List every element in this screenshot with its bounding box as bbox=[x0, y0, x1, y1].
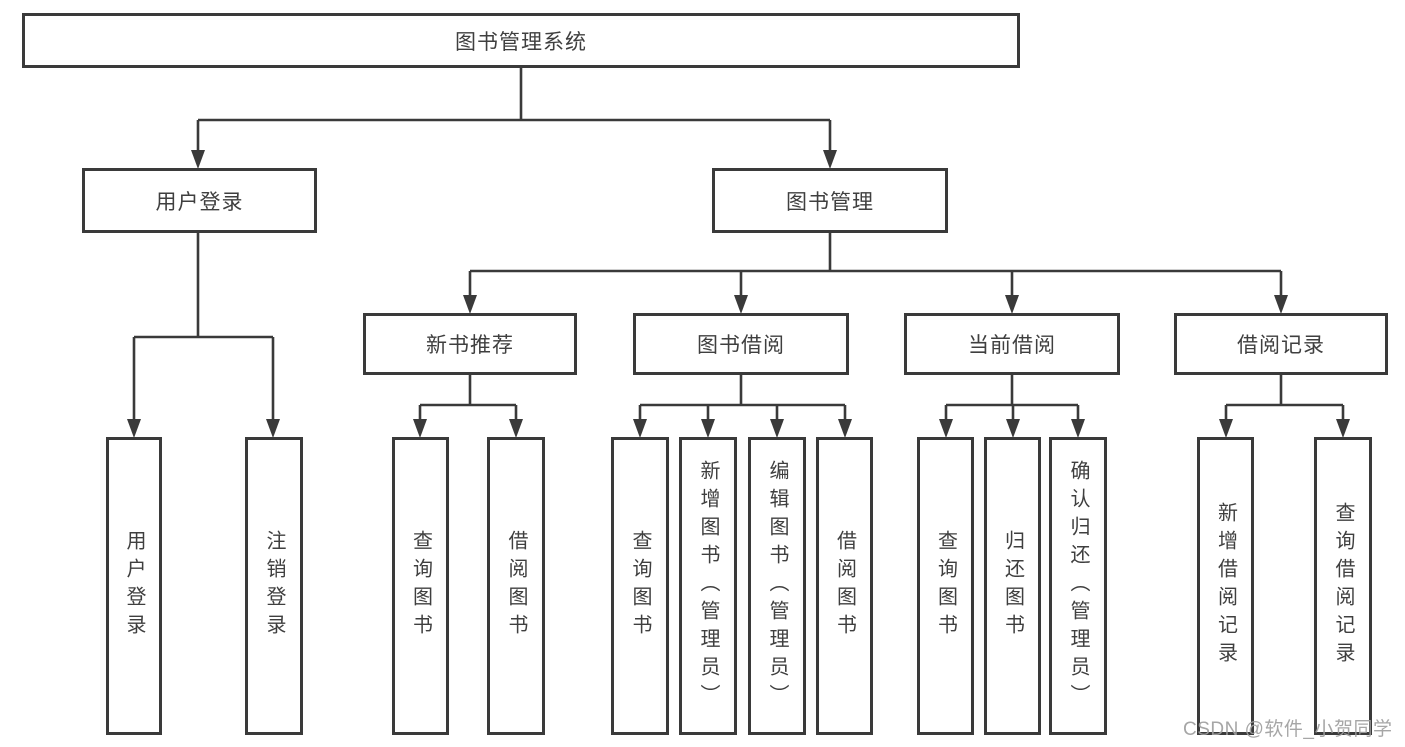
leaf-query-books-3-label: 查询图书 bbox=[934, 530, 957, 642]
node-root-system: 图书管理系统 bbox=[22, 13, 1020, 68]
leaf-add-books-admin: 新增图书（管理员） bbox=[679, 437, 737, 735]
leaf-edit-books-admin: 编辑图书（管理员） bbox=[748, 437, 806, 735]
leaf-query-borrow-record-label: 查询借阅记录 bbox=[1332, 502, 1354, 670]
leaf-query-books-1: 查询图书 bbox=[392, 437, 449, 735]
node-new-book-recommend-label: 新书推荐 bbox=[426, 334, 514, 357]
node-new-book-recommend: 新书推荐 bbox=[363, 313, 577, 375]
node-user-login-label: 用户登录 bbox=[155, 190, 244, 214]
leaf-query-books-3: 查询图书 bbox=[917, 437, 974, 735]
leaf-logout: 注销登录 bbox=[245, 437, 303, 735]
leaf-return-books-label: 归还图书 bbox=[1001, 530, 1024, 642]
leaf-add-books-admin-label: 新增图书（管理员） bbox=[697, 460, 719, 712]
leaf-return-books: 归还图书 bbox=[984, 437, 1041, 735]
watermark: CSDN @软件_小贺同学 bbox=[1183, 719, 1393, 740]
leaf-query-borrow-record: 查询借阅记录 bbox=[1314, 437, 1372, 735]
leaf-add-borrow-record-label: 新增借阅记录 bbox=[1214, 502, 1237, 670]
node-borrow-records: 借阅记录 bbox=[1174, 313, 1388, 375]
node-book-borrow: 图书借阅 bbox=[633, 313, 849, 375]
node-user-login: 用户登录 bbox=[82, 168, 317, 233]
leaf-query-books-1-label: 查询图书 bbox=[409, 530, 432, 642]
leaf-borrow-books-1: 借阅图书 bbox=[487, 437, 545, 735]
leaf-user-login-label: 用户登录 bbox=[123, 530, 145, 642]
leaf-logout-label: 注销登录 bbox=[263, 530, 285, 642]
leaf-borrow-books-1-label: 借阅图书 bbox=[505, 530, 527, 642]
leaf-query-books-2-label: 查询图书 bbox=[629, 530, 651, 642]
node-book-management: 图书管理 bbox=[712, 168, 948, 233]
leaf-add-borrow-record: 新增借阅记录 bbox=[1197, 437, 1254, 735]
node-book-borrow-label: 图书借阅 bbox=[697, 334, 785, 357]
leaf-edit-books-admin-label: 编辑图书（管理员） bbox=[766, 460, 788, 712]
leaf-confirm-return-admin-label: 确认归还（管理员） bbox=[1067, 460, 1089, 712]
leaf-query-books-2: 查询图书 bbox=[611, 437, 669, 735]
node-current-borrow: 当前借阅 bbox=[904, 313, 1120, 375]
node-borrow-records-label: 借阅记录 bbox=[1237, 334, 1325, 357]
node-book-management-label: 图书管理 bbox=[786, 190, 874, 214]
leaf-user-login: 用户登录 bbox=[106, 437, 162, 735]
leaf-borrow-books-2: 借阅图书 bbox=[816, 437, 873, 735]
node-root-system-label: 图书管理系统 bbox=[455, 30, 587, 54]
leaf-borrow-books-2-label: 借阅图书 bbox=[833, 530, 856, 642]
node-current-borrow-label: 当前借阅 bbox=[968, 334, 1056, 357]
leaf-confirm-return-admin: 确认归还（管理员） bbox=[1049, 437, 1107, 735]
